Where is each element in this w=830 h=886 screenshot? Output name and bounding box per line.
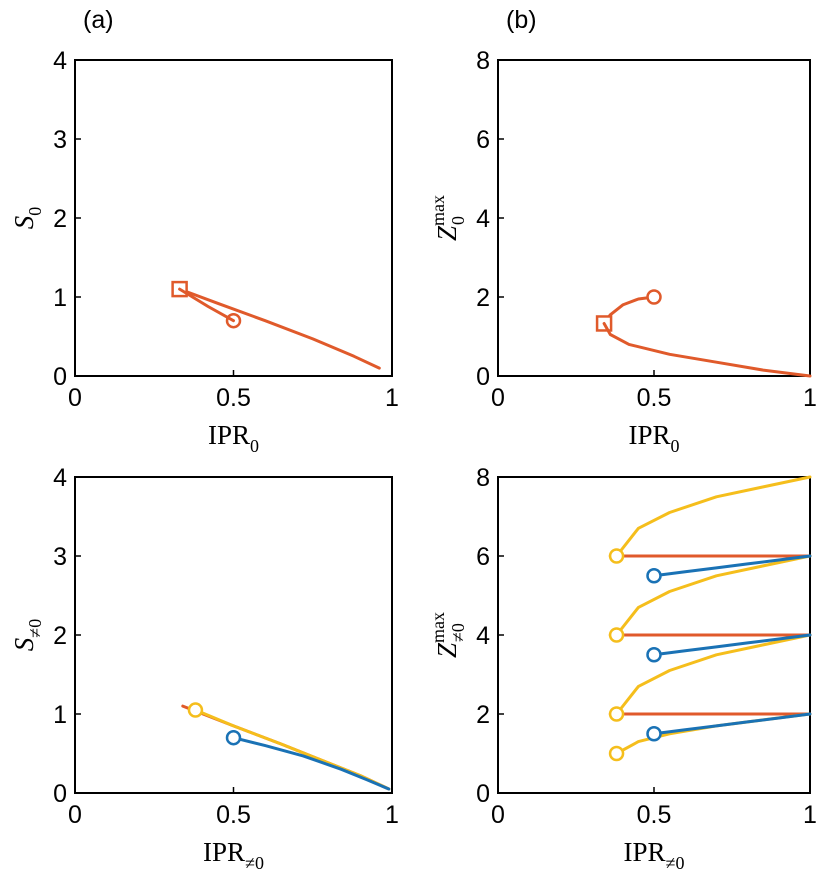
y-axis-label-sub: 0 bbox=[448, 216, 468, 225]
x-axis-label-sub: ≠0 bbox=[666, 853, 685, 873]
series-line-blue bbox=[652, 712, 812, 736]
y-tick-label: 2 bbox=[53, 205, 67, 233]
x-axis-label-main: IPR bbox=[208, 420, 250, 450]
series-line-yellow bbox=[615, 712, 812, 755]
y-tick-label: 3 bbox=[53, 543, 67, 571]
circle-marker bbox=[646, 726, 662, 742]
x-tick-label: 0 bbox=[68, 384, 82, 412]
x-axis-label-sub: 0 bbox=[671, 436, 680, 456]
y-axis-label-sub: 0 bbox=[25, 207, 45, 216]
x-axis-label-main: IPR bbox=[628, 420, 670, 450]
plot-frame bbox=[497, 59, 811, 377]
y-axis-label-main: Z bbox=[432, 642, 462, 658]
y-tick-label: 0 bbox=[53, 780, 67, 808]
x-tick-label: 0.5 bbox=[216, 801, 251, 829]
y-tick-label: 0 bbox=[476, 363, 490, 391]
circle-marker bbox=[225, 729, 242, 746]
series-line-yellow bbox=[615, 554, 812, 637]
x-axis-label-main: IPR bbox=[624, 837, 666, 867]
y-tick-label: 1 bbox=[53, 701, 67, 729]
y-tick-label: 2 bbox=[476, 701, 490, 729]
y-axis-label: Zmax0 bbox=[428, 195, 468, 241]
x-tick-label: 0.5 bbox=[216, 384, 251, 412]
circle-marker bbox=[608, 548, 625, 564]
y-tick-label: 4 bbox=[476, 622, 490, 650]
circle-marker bbox=[646, 568, 662, 584]
x-tick-label: 0.5 bbox=[637, 801, 672, 829]
y-axis-label-main: Z bbox=[432, 225, 462, 241]
series-line-orange bbox=[602, 322, 812, 378]
y-tick-label: 4 bbox=[53, 464, 67, 492]
y-tick-label: 0 bbox=[53, 363, 67, 391]
y-tick-label: 6 bbox=[476, 126, 490, 154]
series-line-yellow bbox=[615, 633, 812, 716]
y-tick-label: 6 bbox=[476, 543, 490, 571]
y-axis-label-main: S bbox=[9, 637, 39, 651]
y-tick-label: 2 bbox=[476, 284, 490, 312]
x-axis-label-sub: ≠0 bbox=[245, 853, 264, 873]
circle-marker bbox=[646, 289, 662, 305]
panel-label: (b) bbox=[506, 6, 537, 34]
y-tick-label: 1 bbox=[53, 284, 67, 312]
y-tick-label: 3 bbox=[53, 126, 67, 154]
y-tick-label: 4 bbox=[53, 47, 67, 75]
series-line-orange bbox=[178, 287, 235, 323]
plot-frame bbox=[74, 59, 393, 377]
x-tick-label: 1 bbox=[385, 384, 399, 412]
series-line-blue bbox=[232, 736, 391, 791]
x-axis-label: IPR≠0 bbox=[624, 837, 685, 873]
series-line-blue bbox=[652, 554, 812, 578]
x-tick-label: 0.5 bbox=[637, 384, 672, 412]
y-axis-label-main: S bbox=[9, 215, 39, 229]
y-tick-label: 4 bbox=[476, 205, 490, 233]
series-line-orange bbox=[178, 287, 381, 370]
x-tick-label: 1 bbox=[803, 801, 817, 829]
circle-marker bbox=[608, 706, 625, 722]
x-tick-label: 0 bbox=[491, 801, 505, 829]
x-axis-label-sub: 0 bbox=[250, 436, 259, 456]
panel-label: (a) bbox=[83, 6, 114, 34]
circle-marker bbox=[646, 647, 662, 663]
y-tick-label: 2 bbox=[53, 622, 67, 650]
x-tick-label: 1 bbox=[803, 384, 817, 412]
x-tick-label: 0 bbox=[491, 384, 505, 412]
y-axis-label-sup: max bbox=[428, 612, 448, 643]
x-axis-label: IPR0 bbox=[628, 420, 679, 456]
x-tick-label: 1 bbox=[385, 801, 399, 829]
y-axis-label: Zmax≠0 bbox=[428, 612, 468, 658]
x-axis-label: IPR≠0 bbox=[203, 837, 264, 873]
plot-frame bbox=[74, 476, 393, 794]
x-axis-label-main: IPR bbox=[203, 837, 245, 867]
y-tick-label: 8 bbox=[476, 464, 490, 492]
circle-marker bbox=[608, 627, 625, 643]
y-axis-label-sub: ≠0 bbox=[25, 619, 45, 638]
y-axis-label-sub: ≠0 bbox=[448, 623, 468, 642]
y-axis-label: S≠0 bbox=[9, 619, 45, 651]
x-tick-label: 0 bbox=[68, 801, 82, 829]
y-tick-label: 8 bbox=[476, 47, 490, 75]
series-line-blue bbox=[652, 633, 812, 657]
y-axis-label-sup: max bbox=[428, 195, 448, 226]
y-axis-label: S0 bbox=[9, 207, 45, 230]
circle-marker bbox=[608, 745, 625, 762]
circle-marker bbox=[187, 702, 204, 718]
y-tick-label: 0 bbox=[476, 780, 490, 808]
x-axis-label: IPR0 bbox=[208, 420, 259, 456]
series-line-yellow bbox=[615, 475, 812, 558]
